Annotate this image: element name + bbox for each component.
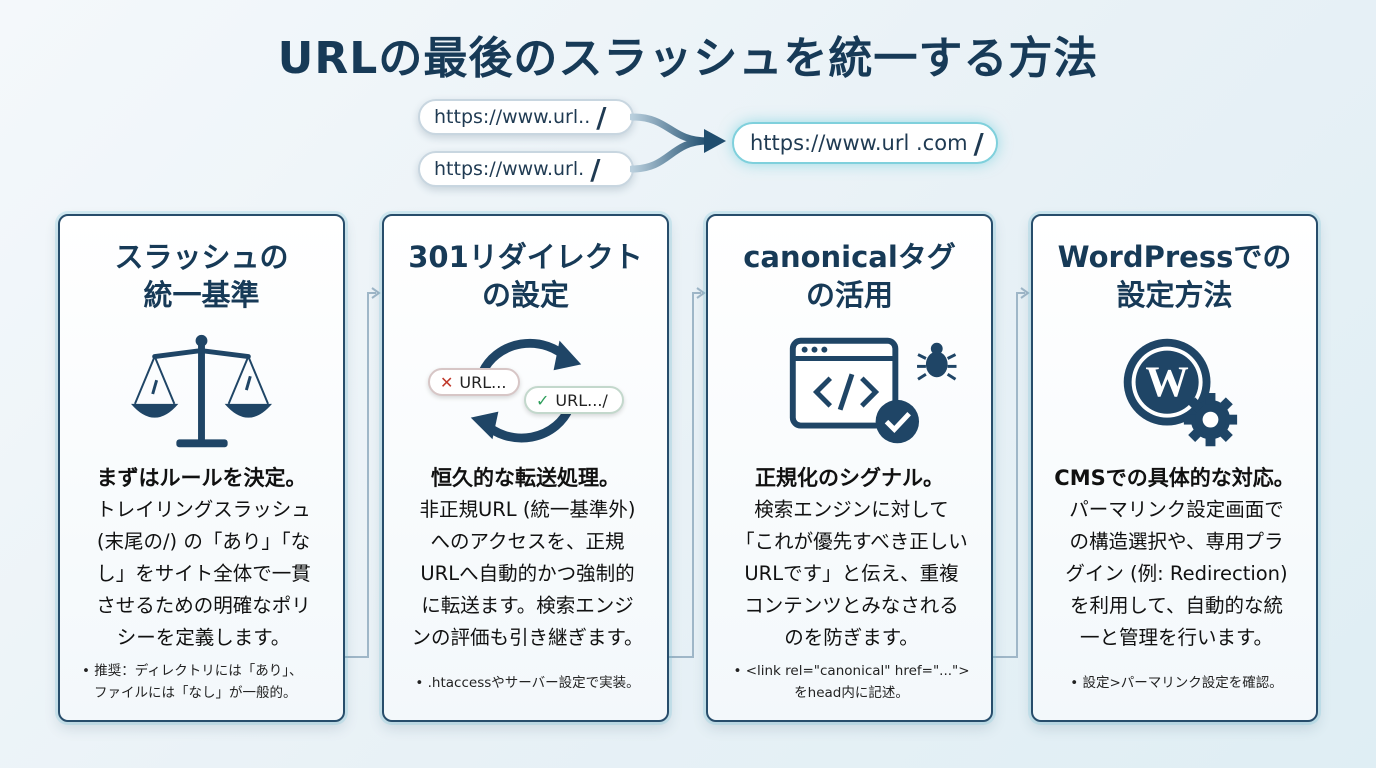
card-title-line: 統一基準 xyxy=(143,278,260,312)
body-line: させるための明確なポリ xyxy=(96,594,311,617)
card-body: パーマリンク設定画面で の構造選択や、専用プラ グイン (例: Redirect… xyxy=(1051,494,1302,654)
body-line: へのアクセスを、正規 xyxy=(430,530,625,553)
note-line: • <link rel="canonical" href="..."> xyxy=(733,663,970,679)
body-line: URLです」と伝え、重複 xyxy=(744,562,959,585)
card-wordpress: WordPressでの 設定方法 W CMSでの具体的な対応。 パーマリンク設定… xyxy=(1031,214,1318,722)
card-note: • .htaccessやサーバー設定で実装。 xyxy=(394,672,661,694)
note-line: をhead内に記述。 xyxy=(794,685,909,701)
body-line: 非正規URL (統一基準外) xyxy=(419,498,636,521)
card-body: 検索エンジンに対して 「これが優先すべき正しい URLです」と伝え、重複 コンテ… xyxy=(726,494,977,654)
body-line: シーを定義します。 xyxy=(116,626,291,649)
card-title: canonicalタグ の活用 xyxy=(708,238,991,314)
bad-url-badge: ✕ URL... xyxy=(428,368,520,396)
card-note: • <link rel="canonical" href="..."> をhea… xyxy=(718,660,985,704)
x-mark-icon: ✕ xyxy=(440,372,454,392)
body-line: 「これが優先すべき正しい xyxy=(735,530,968,553)
body-line: に転送ます。検索エンジ xyxy=(421,594,634,617)
bad-url-text: URL... xyxy=(459,372,507,392)
bug-icon xyxy=(917,342,957,381)
card-title: WordPressでの 設定方法 xyxy=(1033,238,1316,314)
note-line: • 設定>パーマリンク設定を確認。 xyxy=(1070,675,1283,691)
redirect-cycle-icon xyxy=(470,338,582,443)
body-line: グイン (例: Redirection) xyxy=(1065,562,1288,585)
source-url-pill-1: https://www.url.. / xyxy=(418,99,634,135)
good-url-badge: ✓ URL.../ xyxy=(524,386,624,414)
body-line: のを防ぎます。 xyxy=(784,626,919,649)
source-url-text-1: https://www.url.. xyxy=(434,106,591,128)
check-mark-icon: ✓ xyxy=(536,390,550,410)
slash-glyph: / xyxy=(590,152,601,186)
body-line: 検索エンジンに対して xyxy=(754,498,949,521)
connector-arrow-2 xyxy=(669,287,706,658)
body-line: を利用して、自動的な統 xyxy=(1070,594,1283,617)
target-url-pill: https://www.url .com / xyxy=(732,122,998,164)
body-line: コンテンツとみなされる xyxy=(744,594,959,617)
card-lead: 恒久的な転送処理。 xyxy=(431,466,620,490)
wordpress-gear-icon: W xyxy=(1123,338,1238,447)
card-title-line: スラッシュの xyxy=(114,240,289,274)
target-url-text: https://www.url .com xyxy=(750,131,968,155)
card-lead: まずはルールを決定。 xyxy=(96,466,307,490)
svg-text:W: W xyxy=(1145,358,1188,406)
card-title-line: 設定方法 xyxy=(1116,278,1233,312)
card-body: トレイリングスラッシュ (末尾の/) の「あり」「な し」をサイト全体で一貫 さ… xyxy=(78,494,329,654)
note-line: • 推奨：ディレクトリには「あり」、 xyxy=(82,663,303,679)
source-url-text-2: https://www.url. xyxy=(434,158,585,180)
body-line: (末尾の/) の「あり」「な xyxy=(96,530,311,553)
card-note: • 推奨：ディレクトリには「あり」、 ファイルには「なし」が一般的。 xyxy=(82,660,332,704)
code-window-icon xyxy=(789,337,957,444)
card-slash-policy: スラッシュの 統一基準 まずはルールを決定。 トレイリングスラッシュ (末尾の/… xyxy=(58,214,345,722)
note-line: • .htaccessやサーバー設定で実装。 xyxy=(415,675,640,691)
card-canonical-tag: canonicalタグ の活用 正規化のシグナル。 検索エンジンに対して 「これ… xyxy=(706,214,993,722)
merge-arrow-icon xyxy=(630,113,726,173)
body-line: 一と管理を行います。 xyxy=(1079,626,1274,649)
note-line: ファイルには「なし」が一般的。 xyxy=(94,685,297,701)
card-title: 301リダイレクト の設定 xyxy=(384,238,667,314)
card-title-line: の設定 xyxy=(481,278,569,312)
card-title-line: の活用 xyxy=(805,278,893,312)
body-line: の構造選択や、専用プラ xyxy=(1069,530,1284,553)
body-line: パーマリンク設定画面で xyxy=(1069,498,1284,521)
card-lead: 正規化のシグナル。 xyxy=(755,466,944,490)
connector-arrow-1 xyxy=(344,287,381,658)
card-title: スラッシュの 統一基準 xyxy=(60,238,343,314)
slash-glyph: / xyxy=(596,100,607,134)
good-url-text: URL.../ xyxy=(555,390,608,410)
card-note: • 設定>パーマリンク設定を確認。 xyxy=(1043,672,1310,694)
slash-glyph: / xyxy=(973,126,984,160)
connector-arrow-3 xyxy=(993,287,1030,658)
body-line: トレイリングスラッシュ xyxy=(96,498,311,521)
card-title-line: WordPressでの xyxy=(1057,240,1292,274)
body-line: し」をサイト全体で一貫 xyxy=(96,562,311,585)
card-lead: CMSでの具体的な対応。 xyxy=(1054,466,1295,490)
page-title: URLの最後のスラッシュを統一する方法 xyxy=(277,33,1099,84)
card-body: 非正規URL (統一基準外) へのアクセスを、正規 URLへ自動的かつ強制的 に… xyxy=(402,494,653,654)
scales-icon xyxy=(130,334,273,448)
body-line: ンの評価も引き継ぎます。 xyxy=(411,626,644,649)
card-title-line: 301リダイレクト xyxy=(408,240,643,274)
card-title-line: canonicalタグ xyxy=(743,240,956,274)
body-line: URLへ自動的かつ強制的 xyxy=(420,562,635,585)
source-url-pill-2: https://www.url. / xyxy=(418,151,634,187)
card-301-redirect: 301リダイレクト の設定 ✕ URL... ✓ URL.../ 恒久的な転送処… xyxy=(382,214,669,722)
